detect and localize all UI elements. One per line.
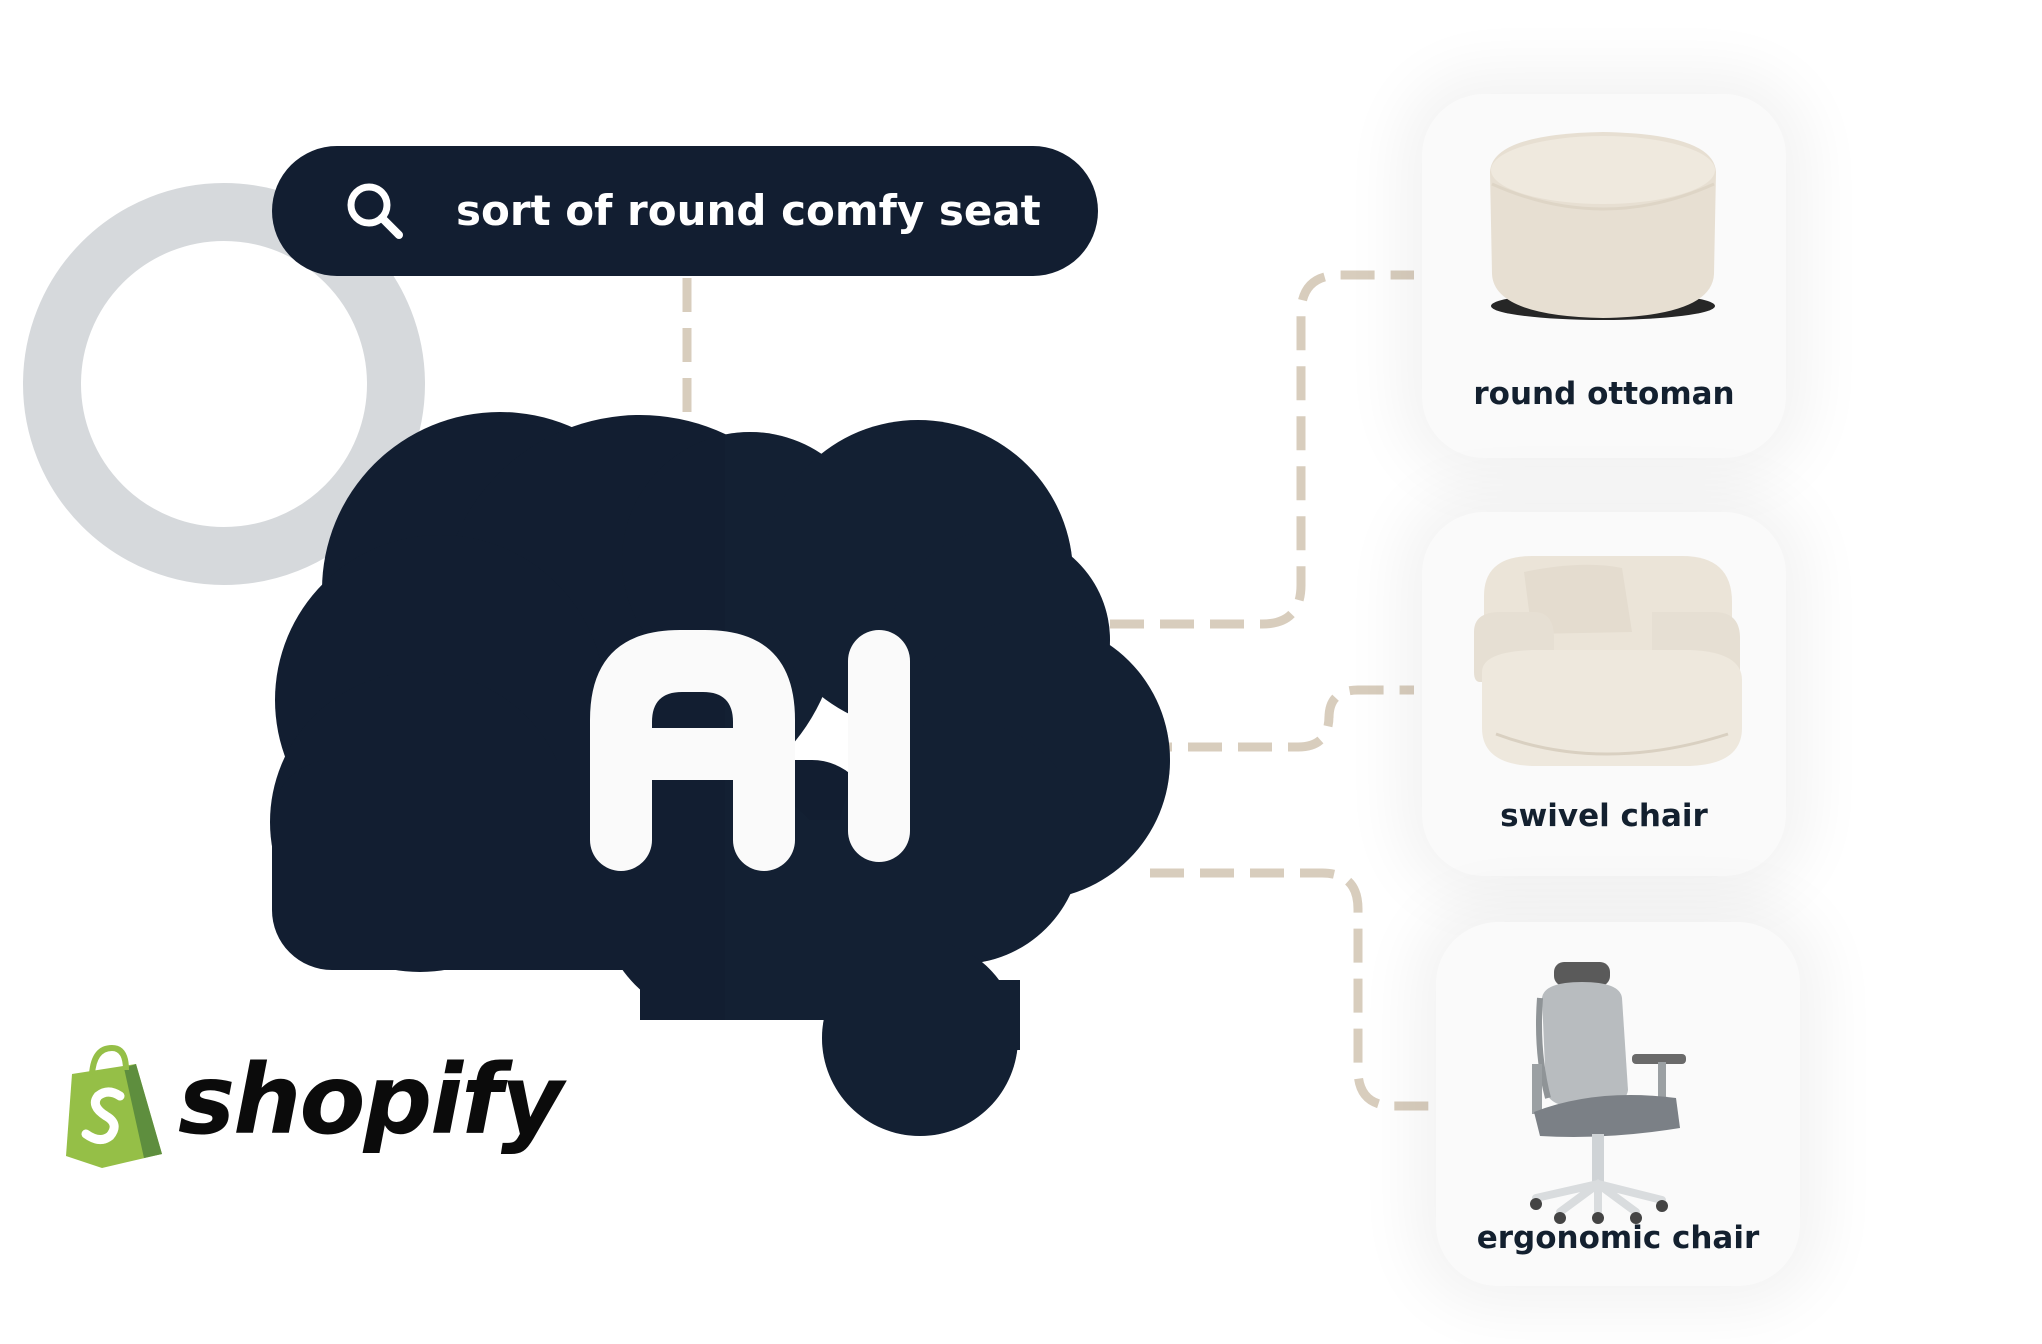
letter-a [590, 630, 795, 871]
shopify-bag-icon [66, 1044, 162, 1168]
result-label: ergonomic chair [1476, 1220, 1760, 1256]
search-bar[interactable]: sort of round comfy seat [272, 146, 1098, 276]
result-label: round ottoman [1473, 376, 1735, 412]
ai-letters [590, 630, 910, 871]
search-query-text: sort of round comfy seat [456, 186, 1041, 235]
connector-ai-to-ergonomic [1150, 868, 1434, 1111]
ottoman-image [1490, 132, 1716, 320]
armchair-image [1474, 556, 1742, 766]
result-card-swivel-chair[interactable]: swivel chair [1422, 512, 1786, 876]
result-card-ergonomic-chair[interactable]: ergonomic chair [1436, 922, 1800, 1286]
office-chair-image [1530, 962, 1686, 1224]
shopify-wordmark: shopify [178, 1044, 563, 1156]
letter-i [848, 630, 910, 862]
search-icon [347, 183, 403, 239]
connector-ai-to-ottoman [1110, 270, 1414, 629]
connector-ai-to-swivel [1138, 685, 1414, 752]
result-label: swivel chair [1500, 798, 1708, 834]
result-card-round-ottoman[interactable]: round ottoman [1422, 94, 1786, 458]
